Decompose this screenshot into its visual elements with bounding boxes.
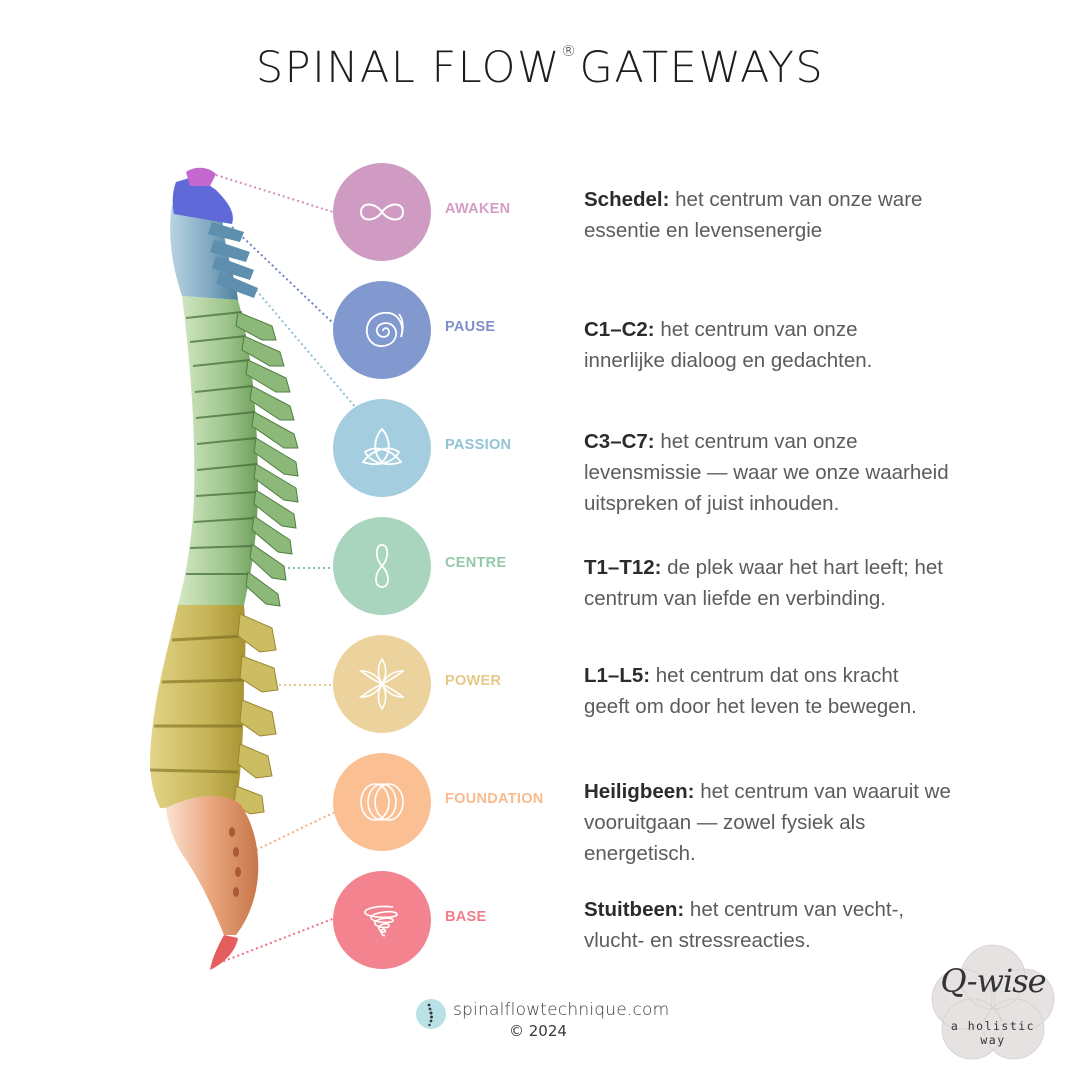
description-text: de plek waar het hart leeft; het centrum…: [584, 556, 943, 610]
qwise-brand-name: Q-wise: [940, 962, 1046, 1000]
gateway-circle-foundation: [333, 753, 431, 851]
infinity-icon: [359, 203, 405, 221]
copyright-text: © 2024: [509, 1022, 567, 1040]
gateway-label-passion: PASSION: [445, 437, 512, 453]
atlas-axis-region: [172, 176, 233, 224]
spine-segment-label: T1–T12:: [584, 556, 662, 579]
vertebral-column: [149, 167, 299, 970]
registered-mark: ®: [561, 42, 578, 60]
spine-segment-label: C1–C2:: [584, 318, 655, 341]
spine-segment-label: L1–L5:: [584, 664, 651, 687]
gateway-description-centre: T1–T12: de plek waar het hart leeft; het…: [584, 552, 954, 614]
connector-foundation: [255, 811, 336, 851]
description-text: het centrum van waaruit we vooruitgaan —…: [584, 780, 951, 865]
connector-awaken: [215, 174, 334, 213]
title-part-1: SPINAL FLOW: [255, 43, 561, 93]
spine-segment-label: Schedel:: [584, 188, 670, 211]
lumbar-region: [150, 605, 246, 808]
sacrum-region: [166, 795, 259, 935]
gateway-description-base: Stuitbeen: het centrum van vecht-, vluch…: [584, 894, 939, 956]
description-text: het centrum van onze innerlijke dialoog …: [584, 318, 873, 372]
gateway-circle-centre: [333, 517, 431, 615]
spine-segment-label: C3–C7:: [584, 430, 655, 453]
gateway-label-awaken: AWAKEN: [445, 201, 511, 217]
gateway-label-power: POWER: [445, 673, 502, 689]
description-text: het centrum van onze levensmissie — waar…: [584, 430, 949, 515]
page-title: SPINAL FLOW®GATEWAYS: [0, 42, 1080, 93]
lumbar-processes: [233, 613, 279, 815]
connector-pause: [231, 226, 335, 325]
website-link[interactable]: spinalflowtechnique.com: [453, 1000, 670, 1020]
gateway-description-passion: C3–C7: het centrum van onze levensmissie…: [584, 426, 964, 519]
gateway-label-centre: CENTRE: [445, 555, 507, 571]
gateway-circle-pause: [333, 281, 431, 379]
vortex-icon: [364, 905, 398, 937]
lumbar-disc-lines: [149, 634, 245, 774]
thoracic-disc-lines: [185, 311, 258, 575]
qwise-tagline-line2: way: [980, 1033, 1006, 1047]
gateway-description-foundation: Heiligbeen: het centrum van waaruit we v…: [584, 776, 954, 869]
thoracic-processes: [235, 311, 299, 607]
figure-eight-icon: [375, 544, 389, 588]
sacral-foramina: [229, 827, 241, 897]
spinal-flow-logo-icon: [416, 999, 446, 1029]
coccyx-region: [210, 935, 238, 970]
cervical-processes: [208, 222, 258, 298]
skull-region: [186, 167, 216, 186]
gateway-label-base: BASE: [445, 909, 487, 925]
qwise-tagline-line1: a holistic: [950, 1019, 1036, 1033]
spine-segment-label: Heiligbeen:: [584, 780, 695, 803]
triquetra-icon: [361, 427, 403, 465]
connector-passion: [255, 289, 357, 409]
spine-segment-label: Stuitbeen:: [584, 898, 685, 921]
gateway-description-power: L1–L5: het centrum dat ons kracht geeft …: [584, 660, 929, 722]
overlapping-rings-icon: [360, 783, 404, 821]
description-text: het centrum van onze ware essentie en le…: [584, 188, 923, 242]
gateway-circle-passion: [333, 399, 431, 497]
thoracic-region: [178, 296, 258, 605]
description-text: het centrum van vecht-, vlucht- en stres…: [584, 898, 905, 952]
gateway-description-pause: C1–C2: het centrum van onze innerlijke d…: [584, 314, 884, 376]
connector-base: [213, 917, 336, 966]
flower-icon: [358, 657, 406, 711]
title-part-2: GATEWAYS: [579, 43, 825, 93]
spiral-icon: [365, 311, 404, 347]
gateway-circle-awaken: [333, 163, 431, 261]
gateway-circle-base: [333, 871, 431, 969]
gateway-label-foundation: FOUNDATION: [445, 791, 544, 807]
gateway-circle-power: [333, 635, 431, 733]
qwise-badge-flower-icon: [931, 944, 1055, 1060]
gateway-label-pause: PAUSE: [445, 319, 496, 335]
gateway-description-awaken: Schedel: het centrum van onze ware essen…: [584, 184, 954, 246]
description-text: het centrum dat ons kracht geeft om door…: [584, 664, 917, 718]
